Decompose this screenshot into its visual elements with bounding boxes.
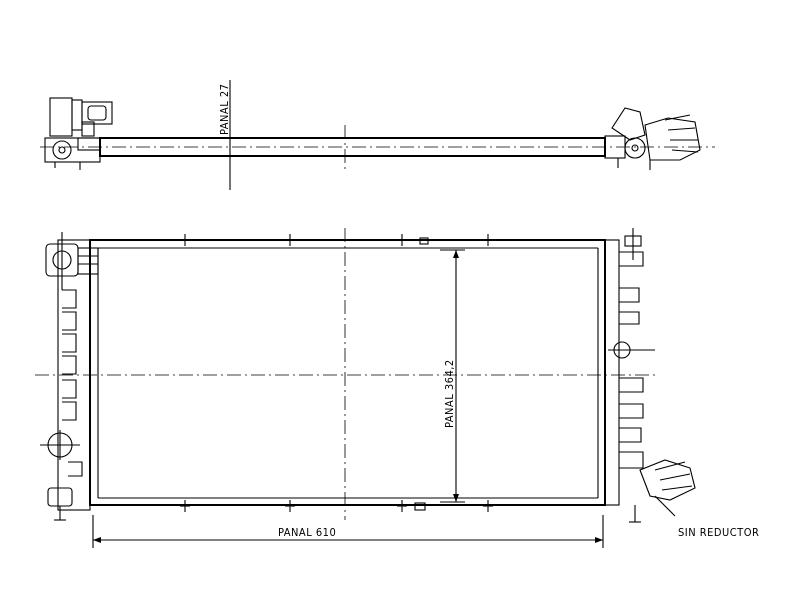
bottom-rail-marks bbox=[180, 500, 493, 512]
right-tank-top bbox=[604, 107, 701, 170]
height-dimension: PANAL 364,2 bbox=[440, 249, 465, 503]
left-tank-top bbox=[44, 97, 113, 170]
radiator-core bbox=[89, 239, 606, 506]
depth-dimension-label: PANAL 27 bbox=[218, 84, 231, 135]
width-dimension: PANAL 610 bbox=[92, 515, 604, 548]
width-dimension-label: PANAL 610 bbox=[278, 526, 336, 539]
height-dimension-label: PANAL 364,2 bbox=[443, 359, 456, 428]
front-view: PANAL 364,2 PANAL 610 bbox=[35, 228, 759, 548]
left-tank bbox=[40, 232, 99, 521]
top-rail-marks bbox=[180, 234, 493, 246]
sin-reductor-note: SIN REDUCTOR bbox=[678, 526, 759, 539]
right-tank bbox=[604, 228, 696, 523]
top-view: PANAL 27 bbox=[40, 80, 715, 190]
